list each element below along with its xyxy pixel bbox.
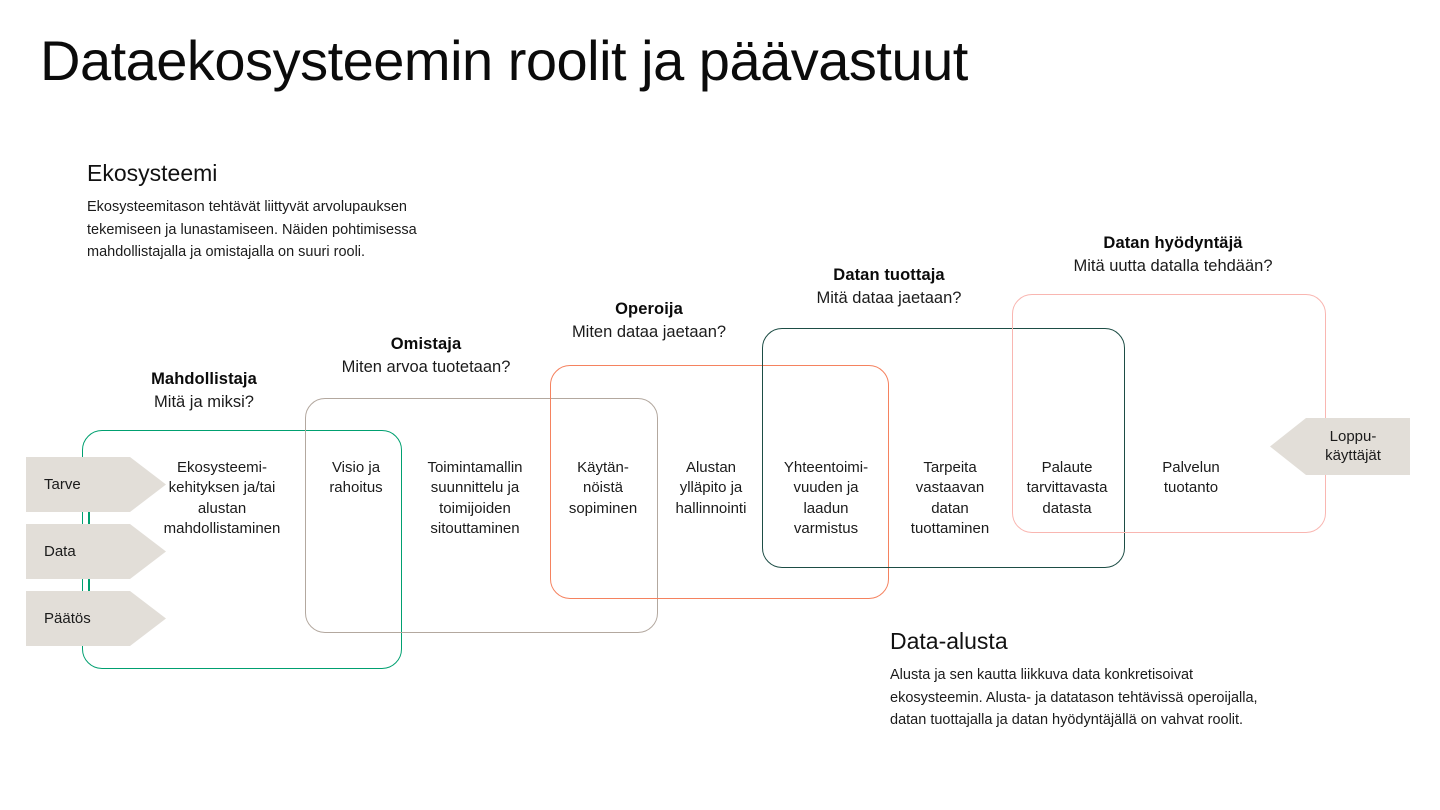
role-question: Mitä ja miksi? (154, 393, 254, 411)
role-label-operoija: Operoija Miten dataa jaetaan? (558, 300, 740, 342)
ecosystem-text-block: Ekosysteemi Ekosysteemitason tehtävät li… (87, 160, 507, 264)
role-question: Mitä dataa jaetaan? (816, 289, 962, 307)
role-name: Datan tuottaja (833, 266, 945, 284)
role-name: Omistaja (390, 335, 462, 353)
role-box-omistaja[interactable] (305, 398, 658, 633)
task-column-2: Visio ja rahoitus (329, 459, 383, 497)
role-label-datan-tuottaja: Datan tuottaja Mitä dataa jaetaan? (803, 266, 975, 308)
ecosystem-body: Ekosysteemitason tehtävät liittyvät arvo… (87, 199, 417, 261)
role-box-operoija[interactable] (550, 365, 889, 599)
role-name: Datan hyödyntäjä (1103, 234, 1243, 252)
task-column-7: Tarpeita vastaavan datan tuottaminen (910, 459, 990, 537)
role-label-datan-hyodyntaja: Datan hyödyntäjä Mitä uutta datalla tehd… (1043, 234, 1303, 276)
platform-heading: Data-alusta (890, 628, 1008, 654)
role-name: Mahdollistaja (151, 370, 257, 388)
task-column-8: Palaute tarvittavasta datasta (1026, 459, 1108, 517)
task-column-4: Käytän- nöistä sopiminen (568, 459, 638, 517)
platform-body: Alusta ja sen kautta liikkuva data konkr… (890, 667, 1258, 729)
ecosystem-heading: Ekosysteemi (87, 160, 218, 186)
page-title: Dataekosysteemin roolit ja päävastuut (40, 29, 968, 92)
task-column-3: Toimintamallin suunnittelu ja toimijoide… (427, 459, 523, 537)
input-arrow-label: Data (44, 543, 76, 560)
role-name: Operoija (615, 300, 683, 318)
input-arrow-label: Päätös (44, 610, 91, 627)
platform-text-block: Data-alusta Alusta ja sen kautta liikkuv… (890, 628, 1350, 732)
input-divider-2 (88, 579, 90, 591)
role-question: Miten arvoa tuotetaan? (341, 358, 511, 376)
role-box-datan-tuottaja[interactable] (762, 328, 1125, 568)
role-label-mahdollistaja: Mahdollistaja Mitä ja miksi? (104, 370, 304, 412)
output-arrow-label: Loppu- käyttäjät (1325, 427, 1381, 464)
role-box-datan-hyodyntaja[interactable] (1012, 294, 1326, 533)
role-label-omistaja: Omistaja Miten arvoa tuotetaan? (326, 335, 526, 377)
role-question: Mitä uutta datalla tehdään? (1073, 257, 1273, 275)
input-arrow-label: Tarve (44, 476, 81, 493)
task-column-6: Yhteentoimi- vuuden ja laadun varmistus (783, 459, 869, 537)
input-divider-1 (88, 512, 90, 524)
task-column-5: Alustan ylläpito ja hallinnointi (675, 459, 747, 517)
task-column-9: Palvelun tuotanto (1162, 459, 1220, 497)
role-question: Miten dataa jaetaan? (571, 323, 727, 341)
task-column-1: Ekosysteemi- kehityksen ja/tai alustan m… (163, 459, 281, 537)
